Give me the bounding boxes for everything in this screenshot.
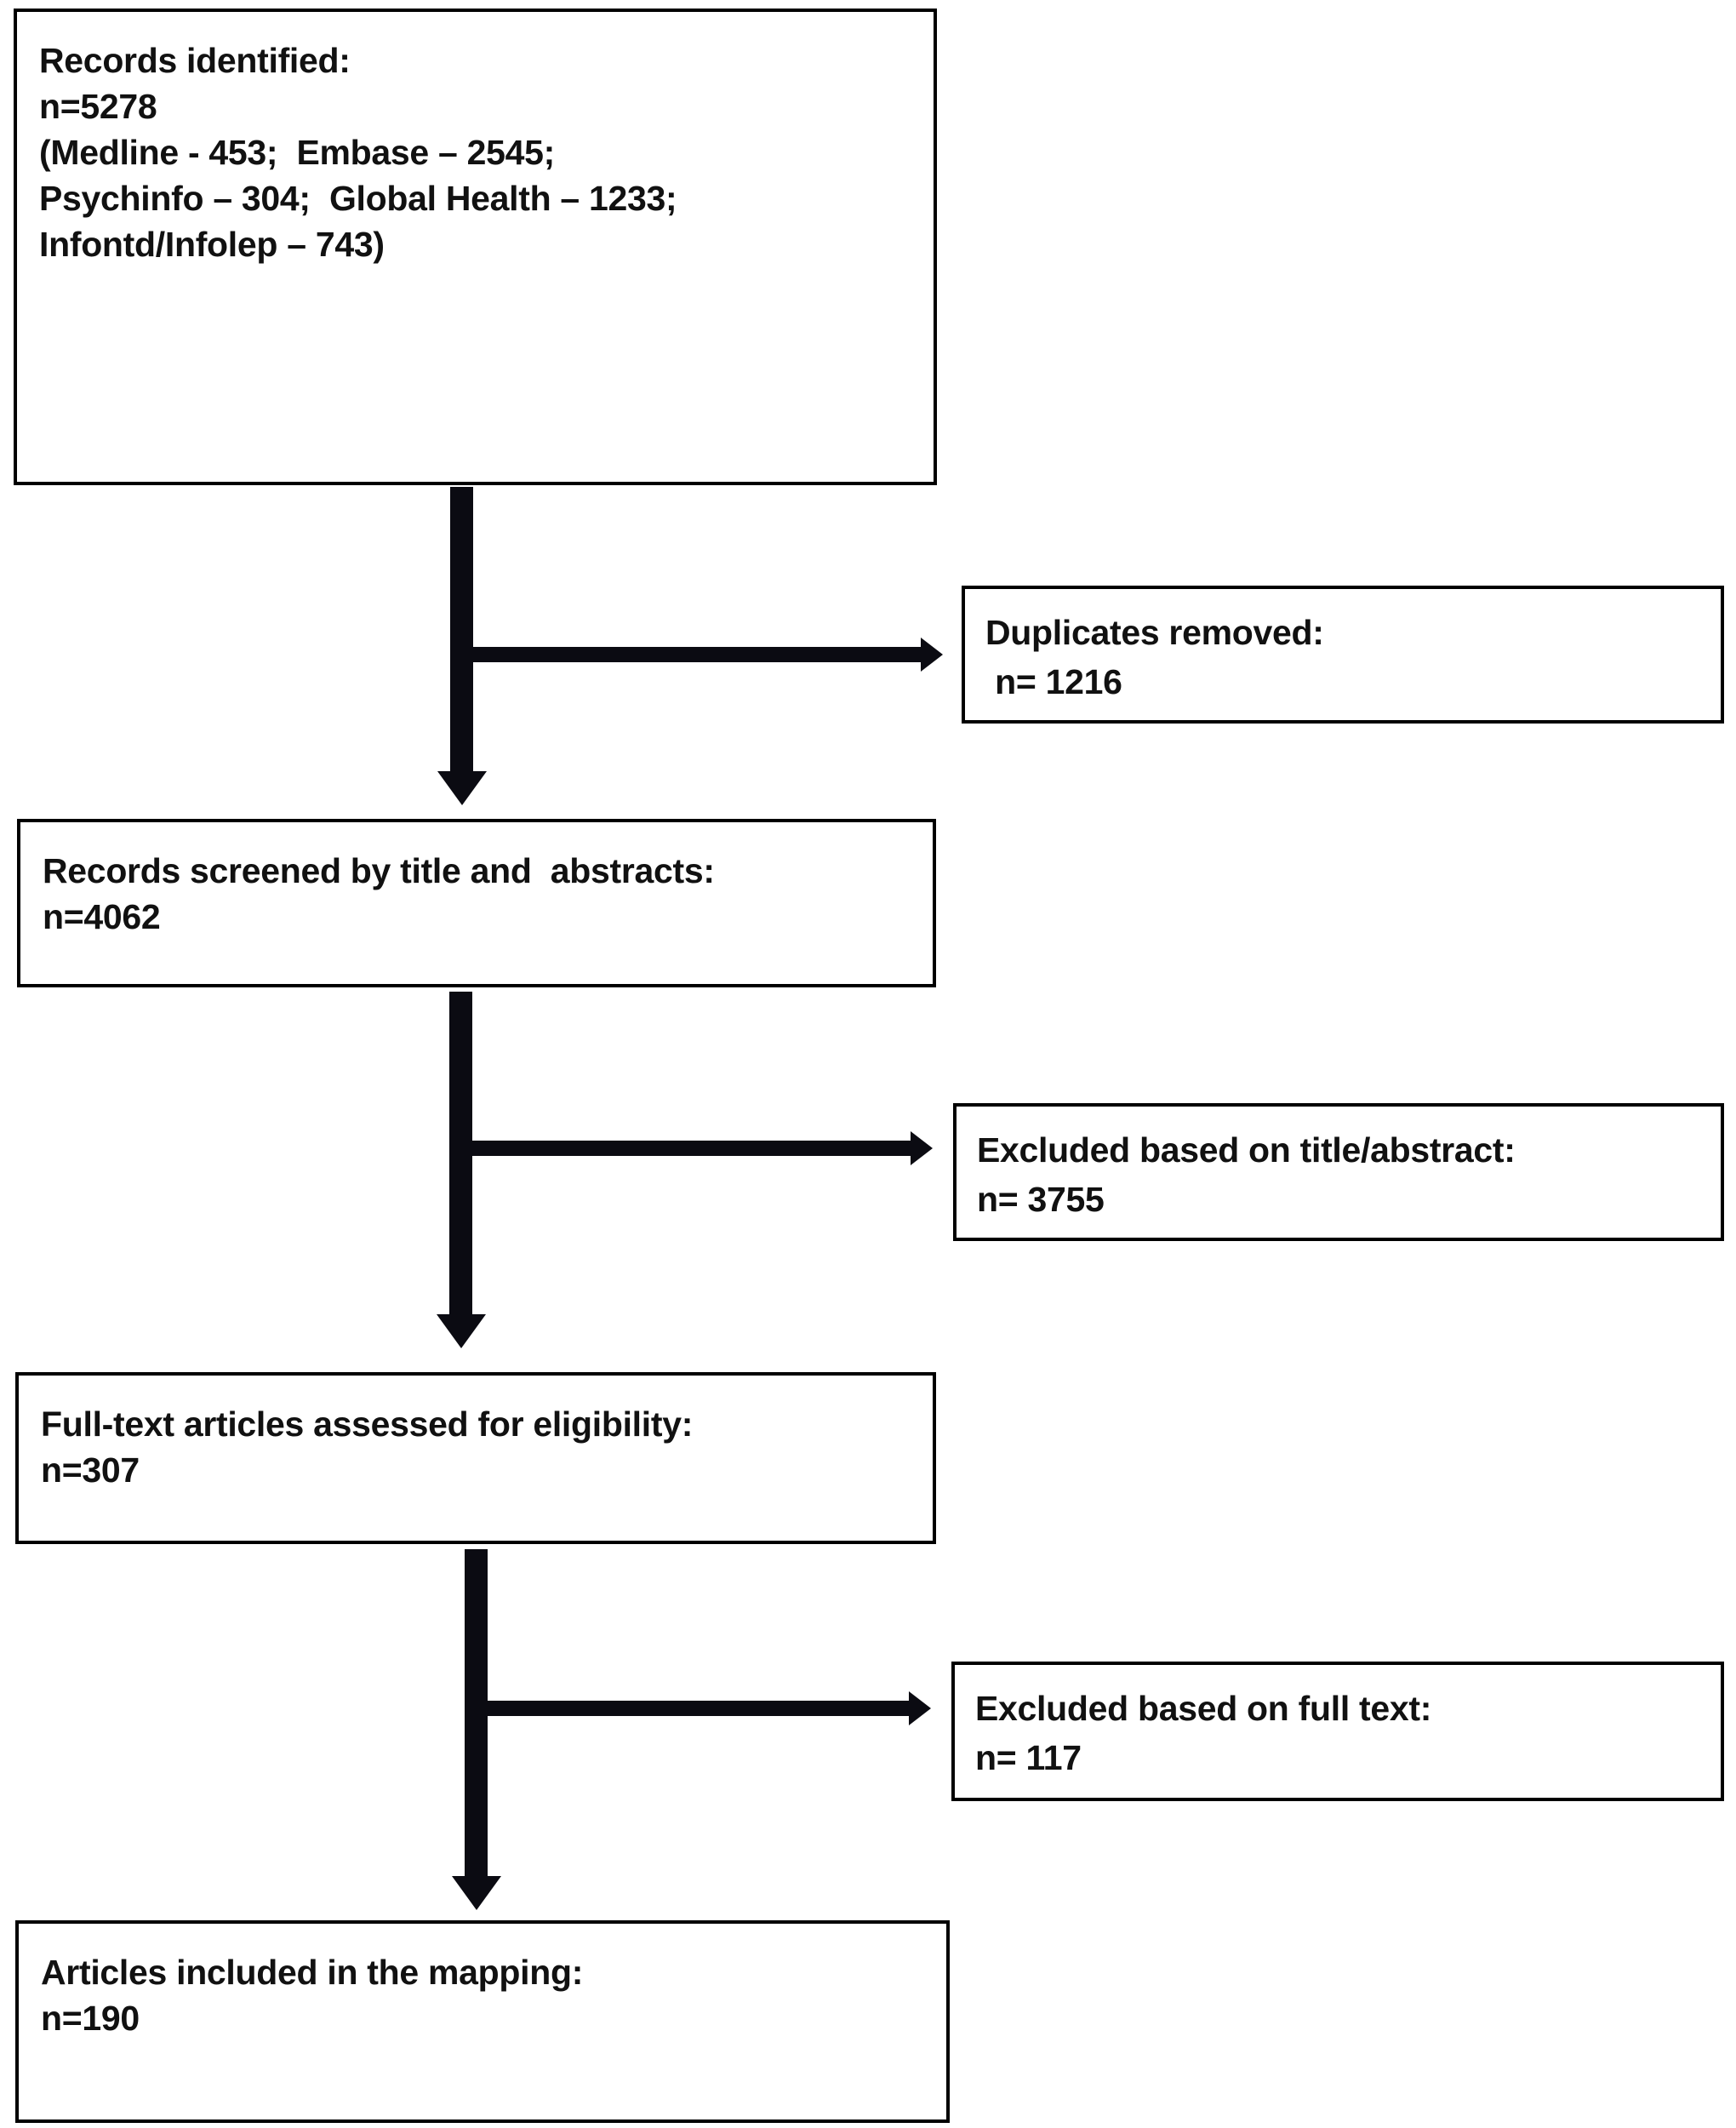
articles-included-line-1: Articles included in the mapping: [41,1953,584,1992]
duplicates-removed-line-2: n= 1216 [985,662,1122,702]
excluded-full-text-line-2: n= 117 [975,1738,1082,1778]
excluded-title-abstract-line-2: n= 3755 [977,1180,1105,1220]
arrow-right-head-icon [921,638,943,672]
full-text-assessed-box: Full-text articles assessed for eligibil… [15,1372,936,1544]
duplicates-removed-line-1: Duplicates removed: [985,613,1324,652]
full-text-assessed-line-1: Full-text articles assessed for eligibil… [41,1404,694,1444]
records-screened-line-2: n=4062 [43,897,161,937]
records-screened-line-1: Records screened by title and abstracts: [43,851,715,890]
records-identified-line-5: Infontd/Infolep – 743) [39,225,385,265]
records-identified-box: Records identified: n=5278 (Medline - 45… [14,9,937,485]
excluded-full-text-line-1: Excluded based on full text: [975,1689,1432,1728]
arrow-down-shaft [450,487,473,776]
articles-included-line-2: n=190 [41,1999,140,2039]
records-identified-line-4: Psychinfo – 304; Global Health – 1233; [39,179,677,219]
full-text-assessed-line-2: n=307 [41,1450,140,1490]
arrow-right-shaft [464,647,923,662]
excluded-title-abstract-line-1: Excluded based on title/abstract: [977,1130,1516,1170]
arrow-down-head-icon [452,1876,501,1910]
arrow-right-head-icon [911,1131,933,1165]
records-identified-line-2: n=5278 [39,87,157,127]
records-screened-box: Records screened by title and abstracts:… [17,819,936,987]
duplicates-removed-box: Duplicates removed: n= 1216 [962,586,1724,724]
arrow-down-head-icon [437,771,487,805]
arrow-right-head-icon [909,1691,931,1725]
arrow-right-shaft [463,1141,914,1156]
excluded-full-text-box: Excluded based on full text: n= 117 [951,1662,1724,1801]
articles-included-box: Articles included in the mapping: n=190 [15,1920,950,2123]
records-identified-line-3: (Medline - 453; Embase – 2545; [39,133,555,173]
excluded-title-abstract-box: Excluded based on title/abstract: n= 375… [953,1103,1724,1241]
arrow-down-head-icon [437,1314,486,1348]
arrow-right-shaft [478,1701,912,1716]
records-identified-line-1: Records identified: [39,41,351,80]
